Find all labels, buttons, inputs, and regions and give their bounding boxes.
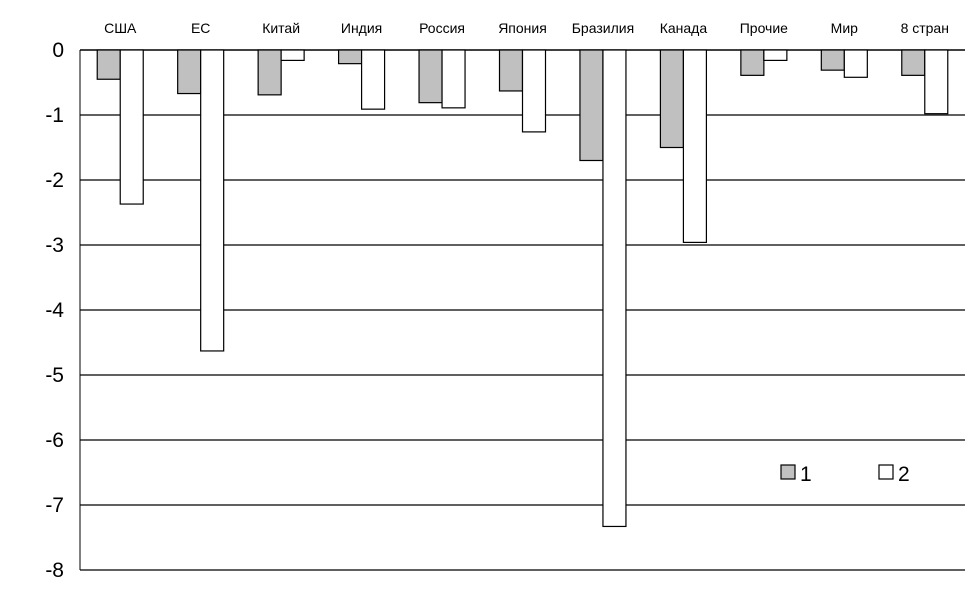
x-axis-categories: США ЕС Китай Индия Россия Япония Бразилия Канад…	[104, 20, 949, 36]
category-label-6: Бразилия	[572, 20, 634, 36]
bar-series-2-7	[682, 49, 708, 243]
category-label-5: Япония	[498, 20, 547, 36]
y-tick-label-1: -1	[45, 104, 64, 127]
grid-lines	[79, 49, 965, 571]
category-label-1: ЕС	[191, 20, 210, 36]
bar-series-2-8	[763, 49, 788, 61]
category-label-3: Индия	[341, 20, 382, 36]
category-label-8: Прочие	[740, 20, 788, 36]
bar-series-1-0	[96, 49, 121, 80]
bar-series-1-9	[820, 49, 845, 71]
category-label-7: Канада	[660, 20, 708, 36]
bar-series-1-6	[579, 49, 604, 162]
y-tick-label-5: -5	[45, 364, 64, 387]
category-label-10: 8 стран	[901, 20, 949, 36]
bar-series-2-4	[441, 49, 466, 109]
bar-series-1-4	[418, 49, 443, 104]
bar-series-2-0	[119, 49, 144, 205]
y-tick-label-7: -7	[45, 494, 64, 517]
bar-series-1-1	[177, 49, 202, 95]
legend-label-2: 2	[898, 463, 910, 486]
legend-swatch-2	[878, 464, 894, 480]
bar-series-1-2	[257, 49, 282, 96]
legend-label-1: 1	[800, 463, 812, 486]
y-tick-label-4: -4	[45, 299, 64, 322]
bar-series-2-5	[521, 49, 547, 133]
bar-series-1-3	[337, 49, 363, 65]
bar-series-2-6	[602, 49, 627, 528]
category-label-0: США	[104, 20, 137, 36]
y-tick-label-2: -2	[45, 169, 64, 192]
bar-series-2-10	[924, 49, 949, 115]
bar-series-1-7	[659, 49, 685, 149]
bar-series-2-1	[200, 49, 225, 352]
y-axis-ticks: 0 -1 -2 -3 -4 -5 -6 -7 -8	[45, 39, 64, 582]
y-tick-label-3: -3	[45, 234, 64, 257]
bar-series-1-8	[740, 49, 765, 76]
bar-series-2-3	[360, 49, 386, 110]
category-label-4: Россия	[419, 20, 465, 36]
y-tick-label-8: -8	[45, 559, 64, 582]
bar-series-2-9	[843, 49, 868, 78]
bar-series-1-10	[901, 49, 926, 76]
category-label-2: Китай	[262, 20, 300, 36]
bar-series-1-5	[498, 49, 524, 92]
legend-swatch-1	[780, 464, 796, 480]
y-tick-label-0: 0	[52, 39, 64, 62]
y-tick-label-6: -6	[45, 429, 64, 452]
bar-series-2-2	[280, 49, 305, 61]
category-label-9: Мир	[831, 20, 858, 36]
bars	[96, 49, 949, 528]
